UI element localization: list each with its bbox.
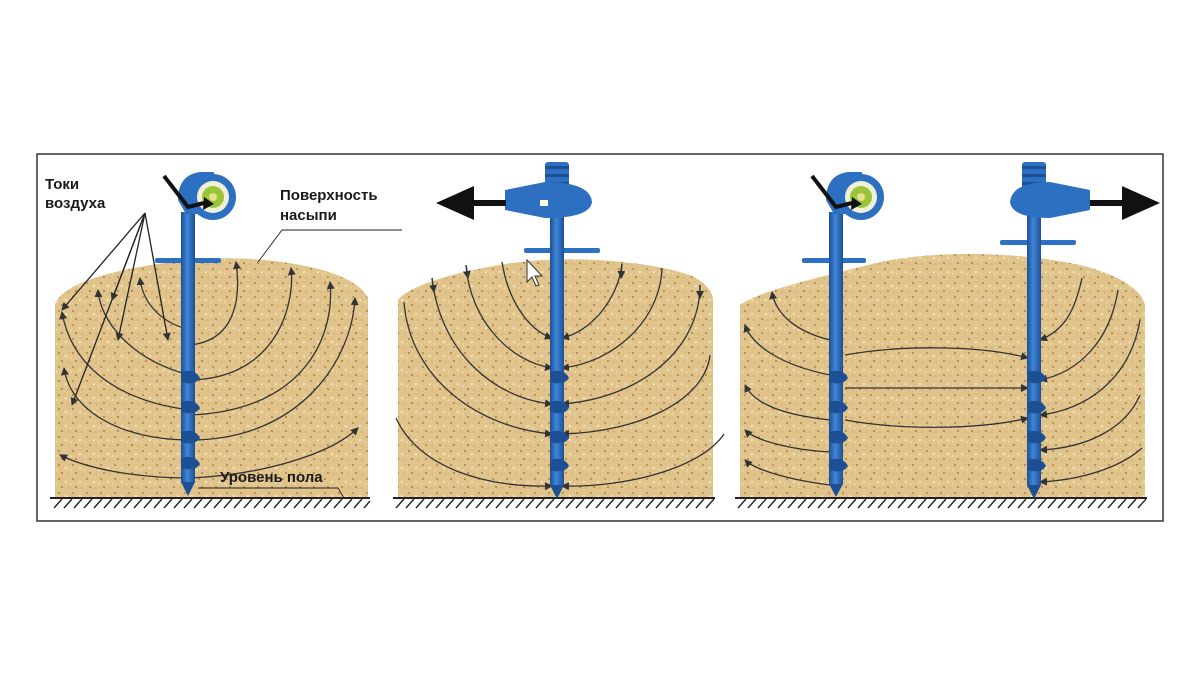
floor-hatch-2 <box>393 497 715 509</box>
aeration-pipe-3-right <box>1000 215 1076 499</box>
grain-pile-3 <box>740 254 1145 498</box>
pile-surface-leader <box>257 229 402 263</box>
air-currents-2 <box>395 261 725 491</box>
air-currents-1 <box>59 261 359 479</box>
air-currents-label-2: воздуха <box>45 195 106 212</box>
floor-level-label: Уровень пола <box>220 469 323 486</box>
aeration-pipe-2 <box>524 215 600 499</box>
panel-1: Токи воздуха Поверхность насыпи Уровень … <box>45 172 402 509</box>
motor-blower-3 <box>1010 162 1090 218</box>
floor-hatch-1 <box>50 497 371 509</box>
aeration-pipe-3-left <box>802 212 866 497</box>
panel-2 <box>393 162 725 509</box>
air-currents-pointers <box>61 212 171 406</box>
large-arrow-out-icon-3 <box>1090 186 1160 220</box>
air-currents-label-1: Токи <box>45 176 79 193</box>
radial-blower-1 <box>178 172 236 220</box>
motor-blower-2 <box>505 162 592 218</box>
radial-blower-3 <box>826 172 884 220</box>
air-inlet-arrow-1 <box>162 174 205 210</box>
pile-surface-label-1: Поверхность <box>280 187 378 204</box>
floor-level-leader <box>198 487 345 499</box>
cursor-icon <box>526 258 544 287</box>
pile-surface-label-2: насыпи <box>280 207 337 224</box>
air-currents-3 <box>743 277 1143 486</box>
large-arrow-in-icon <box>810 174 862 210</box>
floor-hatch-3 <box>735 497 1147 509</box>
aeration-pipe-1 <box>155 212 221 496</box>
panel-3 <box>735 162 1160 509</box>
large-arrow-out-icon <box>436 186 506 220</box>
